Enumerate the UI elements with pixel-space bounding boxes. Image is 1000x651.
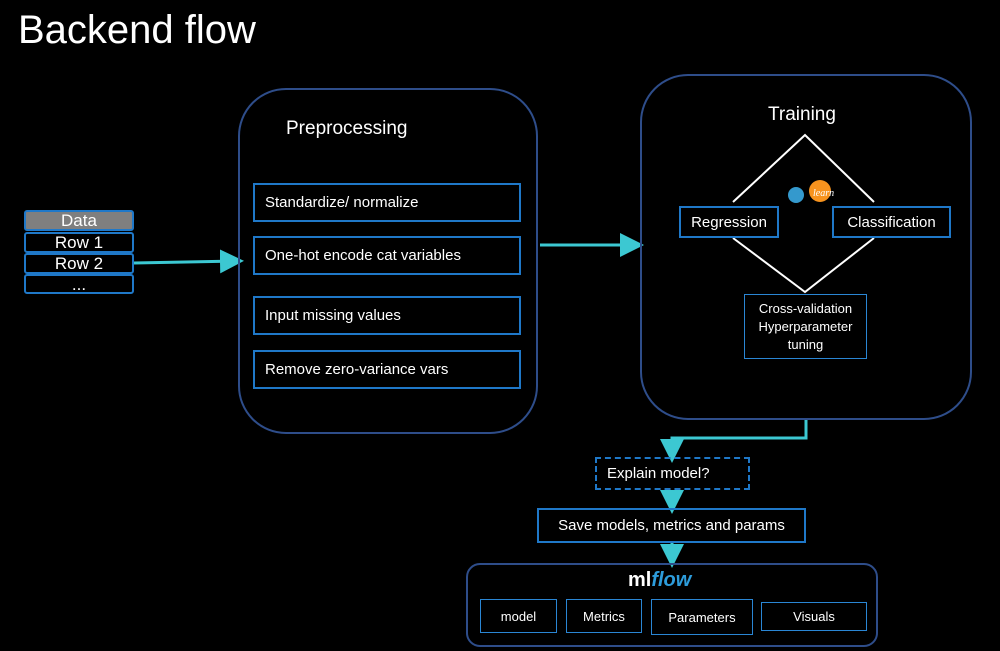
mlflow-logo-ml: ml [628,569,652,591]
data-table-row: Row 1 [24,232,134,253]
explain-model-box: Explain model? [595,457,750,490]
regression-box: Regression [679,206,779,238]
page-title: Backend flow [18,8,256,52]
arrow-training-to-explain [660,420,808,463]
cross-validation-box: Cross-validation Hyperparameter tuning [744,294,867,359]
scikit-learn-logo-text: learn [813,188,834,199]
mlflow-item: model [480,599,557,633]
arrow-data-to-preprocessing [133,249,244,274]
cv-line: Cross-validation [758,300,853,316]
mlflow-item: Parameters [651,599,753,635]
mlflow-item: Visuals [761,602,867,631]
cv-line: tuning [787,336,824,352]
data-table-row: Row 2 [24,253,134,274]
training-title: Training [768,104,836,125]
cv-line: Hyperparameter [758,318,853,334]
preprocessing-step: Remove zero-variance vars [253,350,521,389]
scikit-learn-logo: learn [786,180,838,208]
mlflow-panel [466,563,878,647]
save-models-box: Save models, metrics and params [537,508,806,543]
mlflow-logo-flow: flow [651,569,692,591]
preprocessing-panel [238,88,538,434]
data-table-header: Data [24,210,134,231]
preprocessing-step: Input missing values [253,296,521,335]
mlflow-item: Metrics [566,599,642,633]
data-table-row: ... [24,274,134,294]
mlflow-logo: mlflow [628,569,691,592]
preprocessing-title: Preprocessing [286,118,408,139]
training-panel [640,74,972,420]
preprocessing-step: Standardize/ normalize [253,183,521,222]
preprocessing-step: One-hot encode cat variables [253,236,521,275]
classification-box: Classification [832,206,951,238]
